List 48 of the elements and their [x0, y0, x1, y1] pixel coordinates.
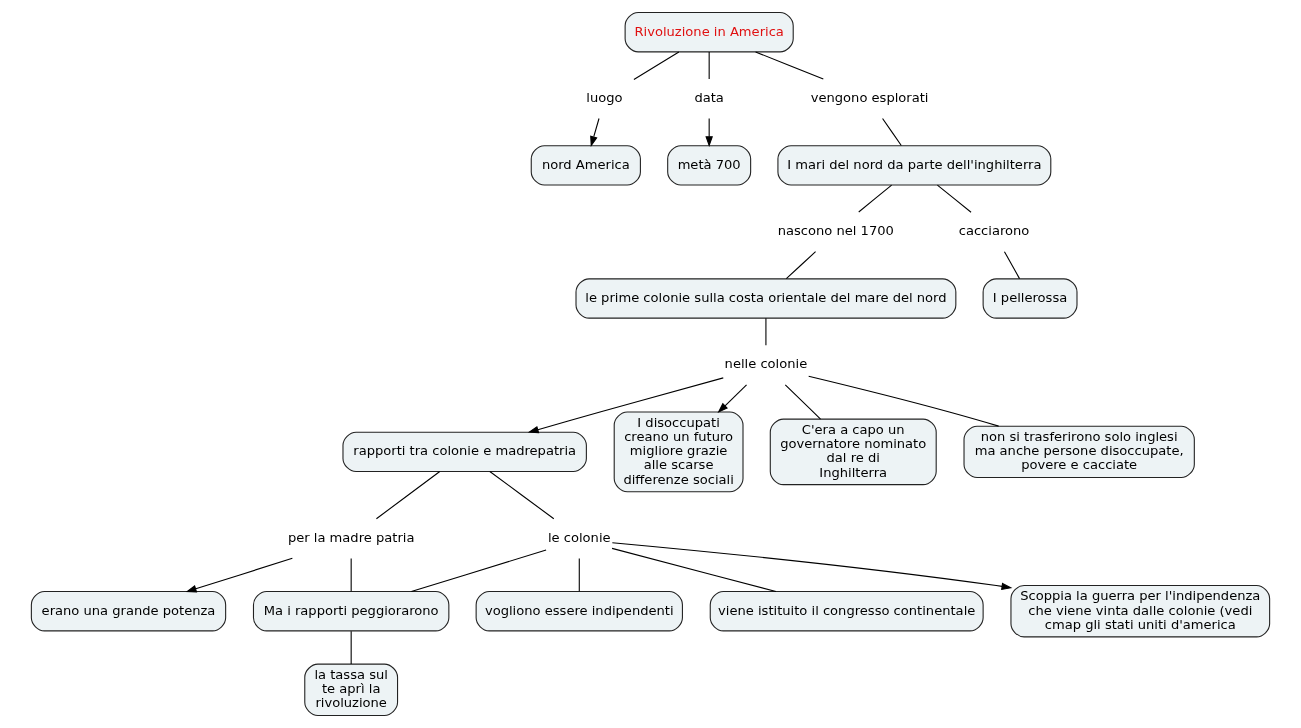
node-box: Ma i rapporti peggiorarono: [252, 591, 450, 632]
connector: [882, 117, 902, 146]
node-box: non si trasferirono solo inglesi ma anche persone disoccupate, povere e cacciate: [963, 425, 1195, 479]
connector: [350, 630, 352, 665]
node-text: nascono nel 1700: [777, 223, 894, 239]
connector: [765, 317, 767, 346]
arrow: [705, 117, 713, 148]
connector: [375, 470, 441, 520]
node-box: rapporti tra colonie e madrepatria: [342, 431, 587, 473]
arrow: [611, 542, 1013, 591]
node-box: I disoccupati creano un futuro migliore grazie alle scarse differenze sociali: [613, 411, 744, 493]
arrow: [185, 557, 293, 593]
node-box: C'era a capo un governatore nominato dal re di Inghilterra: [769, 418, 937, 486]
node-box: vogliono essere indipendenti: [475, 591, 683, 632]
node-text: per la madre patria: [287, 530, 415, 546]
node-box: la tassa sul te aprì la rivoluzione: [304, 663, 399, 716]
node-box: viene istituito il congresso continentale: [709, 591, 984, 632]
node-box: nord America: [530, 145, 641, 186]
connector: [489, 470, 555, 520]
connector: [785, 251, 817, 280]
node-box: I pellerossa: [982, 278, 1078, 319]
node-text: vengono esplorati: [810, 90, 929, 106]
connector: [611, 547, 777, 593]
connector: [936, 184, 972, 213]
node-box: Scoppia la guerra per l'indipendenza che viene vinta dalle colonie (vedi cmap gli stati uniti d'america: [1010, 585, 1271, 638]
node-box: metà 700: [667, 145, 752, 186]
arrow: [590, 117, 600, 148]
arrow: [527, 377, 724, 434]
node-text: data: [694, 90, 724, 106]
connector: [808, 375, 1000, 427]
node-box: le prime colonie sulla costa orientale del mare del nord: [575, 278, 957, 319]
connector: [350, 558, 352, 592]
connector: [578, 558, 580, 592]
connector: [633, 51, 680, 81]
connector: [784, 384, 822, 420]
connector: [858, 184, 893, 213]
node-box: Rivoluzione in America: [624, 12, 794, 53]
node-text: le colonie: [547, 530, 611, 546]
node-text: nelle colonie: [724, 356, 808, 372]
node-text: cacciarono: [958, 223, 1030, 239]
node-box: I mari del nord da parte dell'inghilterra: [777, 145, 1052, 186]
node-box: erano una grande potenza: [30, 591, 227, 632]
arrow: [717, 384, 748, 414]
connector: [755, 51, 824, 80]
connector: [1003, 251, 1021, 280]
node-text: luogo: [586, 90, 623, 106]
connector: [708, 51, 710, 80]
connector: [410, 549, 547, 593]
